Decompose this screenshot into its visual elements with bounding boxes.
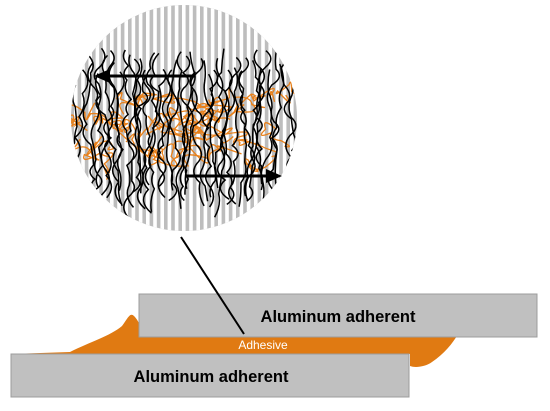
orange-fiber	[119, 93, 144, 115]
ply-stripe	[246, 5, 251, 231]
black-fiber	[260, 48, 281, 201]
black-fiber	[142, 52, 158, 214]
arrow-left-icon	[94, 69, 195, 83]
black-fiber	[216, 48, 235, 206]
arrow-right-icon	[186, 169, 282, 183]
ply-stripe	[138, 5, 143, 231]
black-fiber	[203, 60, 217, 198]
orange-fiber	[147, 107, 182, 131]
orange-fiber	[205, 96, 233, 120]
orange-fiber	[173, 121, 202, 149]
black-fiber	[132, 73, 149, 193]
ply-stripe	[268, 5, 272, 231]
black-fiber	[267, 69, 280, 190]
black-fiber	[175, 51, 196, 209]
black-fiber	[255, 50, 272, 185]
orange-fiber	[71, 116, 81, 135]
black-fiber	[213, 56, 242, 218]
ply-stripe	[297, 5, 301, 231]
orange-fiber	[71, 103, 88, 132]
black-fiber	[142, 69, 156, 213]
ply-stripe	[160, 5, 164, 231]
orange-fiber	[250, 87, 276, 102]
ply-stripe	[124, 5, 128, 231]
orange-fiber	[115, 91, 157, 107]
ply-stripe	[146, 5, 150, 231]
orange-fiber	[71, 103, 86, 121]
ply-stripe	[203, 5, 208, 231]
ply-stripe	[261, 5, 265, 231]
orange-fiber	[136, 124, 183, 141]
ply-stripe	[196, 5, 200, 231]
ply-stripe	[275, 5, 280, 231]
zoom-leader-line	[180, 236, 245, 335]
orange-fiber	[275, 81, 297, 104]
black-fiber	[93, 47, 106, 189]
black-fiber	[280, 52, 297, 213]
bottom-adherent: Aluminum adherent	[10, 353, 410, 398]
orange-fiber	[107, 110, 135, 146]
top-adherent: Aluminum adherent	[138, 293, 538, 338]
black-fiber	[82, 53, 97, 197]
ply-stripe	[81, 5, 85, 231]
ply-stripe	[282, 5, 287, 231]
orange-fiber	[243, 155, 277, 173]
adhesive-label: Adhesive	[238, 338, 288, 352]
ply-stripe	[88, 5, 92, 231]
orange-fiber	[86, 135, 115, 156]
black-fiber	[202, 69, 219, 208]
black-fiber	[122, 49, 135, 208]
black-fiber	[87, 62, 103, 209]
black-fiber	[156, 77, 172, 188]
black-fiber	[213, 57, 224, 189]
ply-stripe	[102, 5, 107, 231]
black-fiber	[238, 70, 256, 202]
ply-stripe	[232, 5, 236, 231]
orange-fiber	[238, 139, 278, 153]
ply-stripe	[174, 5, 179, 231]
black-fiber	[123, 54, 138, 221]
bottom-adherent-label: Aluminum adherent	[134, 368, 289, 386]
orange-fiber	[152, 93, 176, 104]
black-fiber	[169, 59, 181, 191]
black-fiber	[271, 63, 285, 194]
black-fiber	[228, 67, 240, 205]
top-adherent-label: Aluminum adherent	[261, 308, 416, 326]
zoom-circle	[71, 5, 301, 231]
black-fiber	[179, 71, 198, 202]
black-fiber	[115, 71, 125, 191]
